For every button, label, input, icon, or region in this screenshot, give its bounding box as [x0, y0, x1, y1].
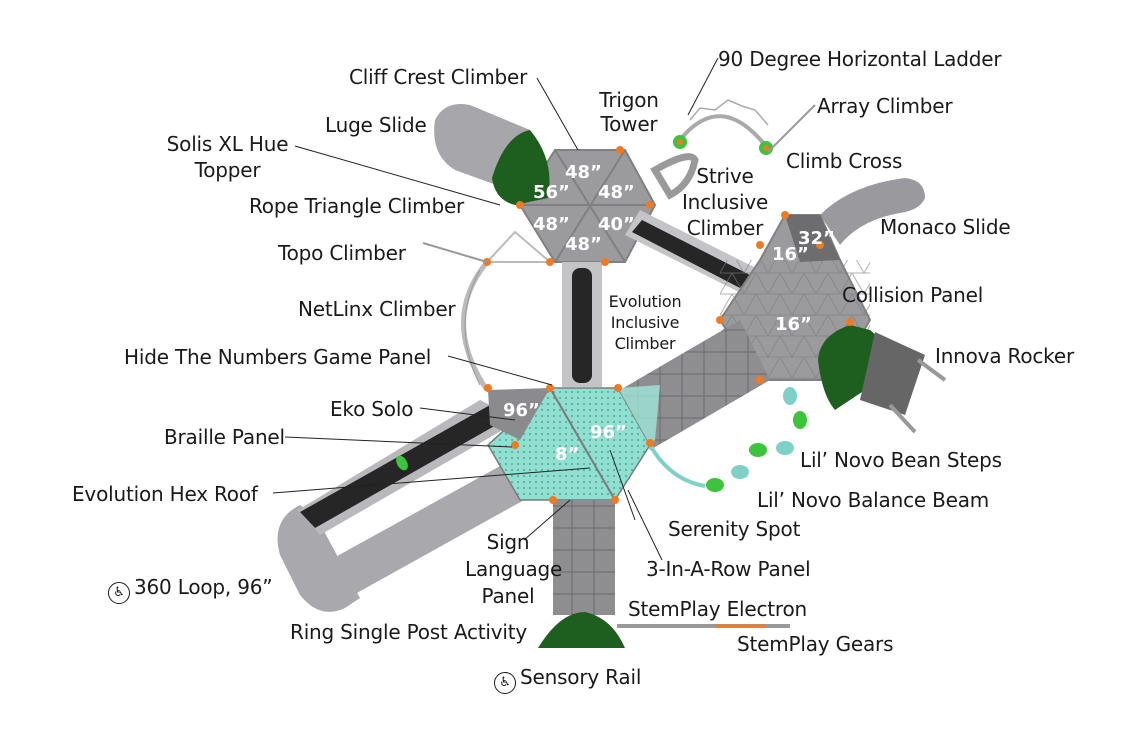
label-three-in-a-row: 3-In-A-Row Panel [646, 557, 811, 581]
label-sign-language-1: Sign [486, 530, 530, 554]
label-solis-topper-1: Solis XL Hue [166, 132, 289, 156]
label-topo-climber: Topo Climber [278, 241, 406, 265]
label-360-loop: ♿360 Loop, 96” [108, 574, 273, 604]
height-top-c: 48” [598, 182, 635, 203]
height-hex-low: 8” [555, 444, 579, 465]
height-right-b: 16” [772, 244, 809, 265]
label-eko-solo: Eko Solo [330, 397, 414, 421]
leader-lines [272, 57, 816, 561]
label-collision-panel: Collision Panel [842, 283, 984, 307]
bottom-walkway [553, 500, 615, 615]
height-right-c: 16” [775, 314, 812, 335]
horizontal-ladder [673, 99, 773, 155]
label-array-climber: Array Climber [817, 94, 953, 118]
height-top-a: 48” [565, 162, 602, 183]
label-luge-slide: Luge Slide [325, 113, 427, 137]
label-evolution-inclusive-1: Evolution [608, 292, 682, 311]
bean-steps [648, 387, 807, 492]
label-stemplay-electron: StemPlay Electron [628, 597, 808, 621]
label-sign-language-3: Panel [481, 584, 535, 608]
solis-xl-topper [492, 130, 550, 205]
evolution-inclusive-climber [562, 262, 602, 387]
accessibility-icon: ♿ [108, 582, 130, 604]
label-sensory-rail-text: Sensory Rail [520, 665, 642, 689]
label-climb-cross: Climb Cross [786, 149, 903, 173]
label-trigon-tower-2: Tower [600, 112, 658, 136]
monaco-slide [820, 178, 925, 245]
label-netlinx-climber: NetLinx Climber [298, 297, 456, 321]
height-top-f: 48” [565, 234, 602, 255]
label-evolution-inclusive-3: Climber [614, 334, 676, 353]
label-strive-1: Strive [696, 164, 754, 188]
label-sensory-rail: ♿Sensory Rail [494, 664, 641, 694]
trigon-tower [650, 153, 699, 200]
label-360-loop-text: 360 Loop, 96” [134, 575, 273, 599]
height-top-d: 48” [533, 214, 570, 235]
label-hide-numbers-panel: Hide The Numbers Game Panel [124, 345, 432, 369]
label-evolution-hex-roof: Evolution Hex Roof [72, 482, 258, 506]
label-solis-topper-2: Topper [194, 158, 261, 182]
label-strive-3: Climber [686, 216, 764, 240]
sensory-rail-roof [538, 612, 625, 648]
loop-360-slide [277, 400, 560, 612]
label-serenity-spot: Serenity Spot [668, 517, 801, 541]
innova-rocker-seat [818, 325, 884, 410]
netlinx-climber [461, 230, 551, 392]
label-bean-steps: Lil’ Novo Bean Steps [800, 448, 1002, 472]
label-evolution-inclusive-2: Inclusive [610, 313, 680, 332]
label-stemplay-gears: StemPlay Gears [737, 632, 894, 656]
ramp [620, 320, 770, 450]
height-top-e: 40” [598, 214, 635, 235]
label-sign-language-2: Language [465, 557, 563, 581]
height-right-a: 32” [798, 228, 835, 249]
evolution-hex-roof [487, 385, 660, 501]
label-rope-triangle-climber: Rope Triangle Climber [249, 194, 465, 218]
height-hex-left: 96” [503, 400, 540, 421]
accessibility-icon: ♿ [494, 672, 516, 694]
label-horizontal-ladder: 90 Degree Horizontal Ladder [718, 47, 1002, 71]
label-braille-panel: Braille Panel [164, 425, 285, 449]
label-strive-2: Inclusive [681, 190, 769, 214]
label-ring-single-post: Ring Single Post Activity [290, 620, 528, 644]
label-balance-beam: Lil’ Novo Balance Beam [757, 488, 990, 512]
height-top-b: 56” [533, 182, 570, 203]
height-hex-mid: 96” [590, 422, 627, 443]
post-nodes [483, 139, 854, 504]
label-monaco-slide: Monaco Slide [880, 215, 1011, 239]
label-cliff-crest-climber: Cliff Crest Climber [349, 65, 528, 89]
label-innova-rocker: Innova Rocker [935, 344, 1074, 368]
innova-rocker [860, 332, 947, 434]
label-trigon-tower-1: Trigon [599, 88, 659, 112]
